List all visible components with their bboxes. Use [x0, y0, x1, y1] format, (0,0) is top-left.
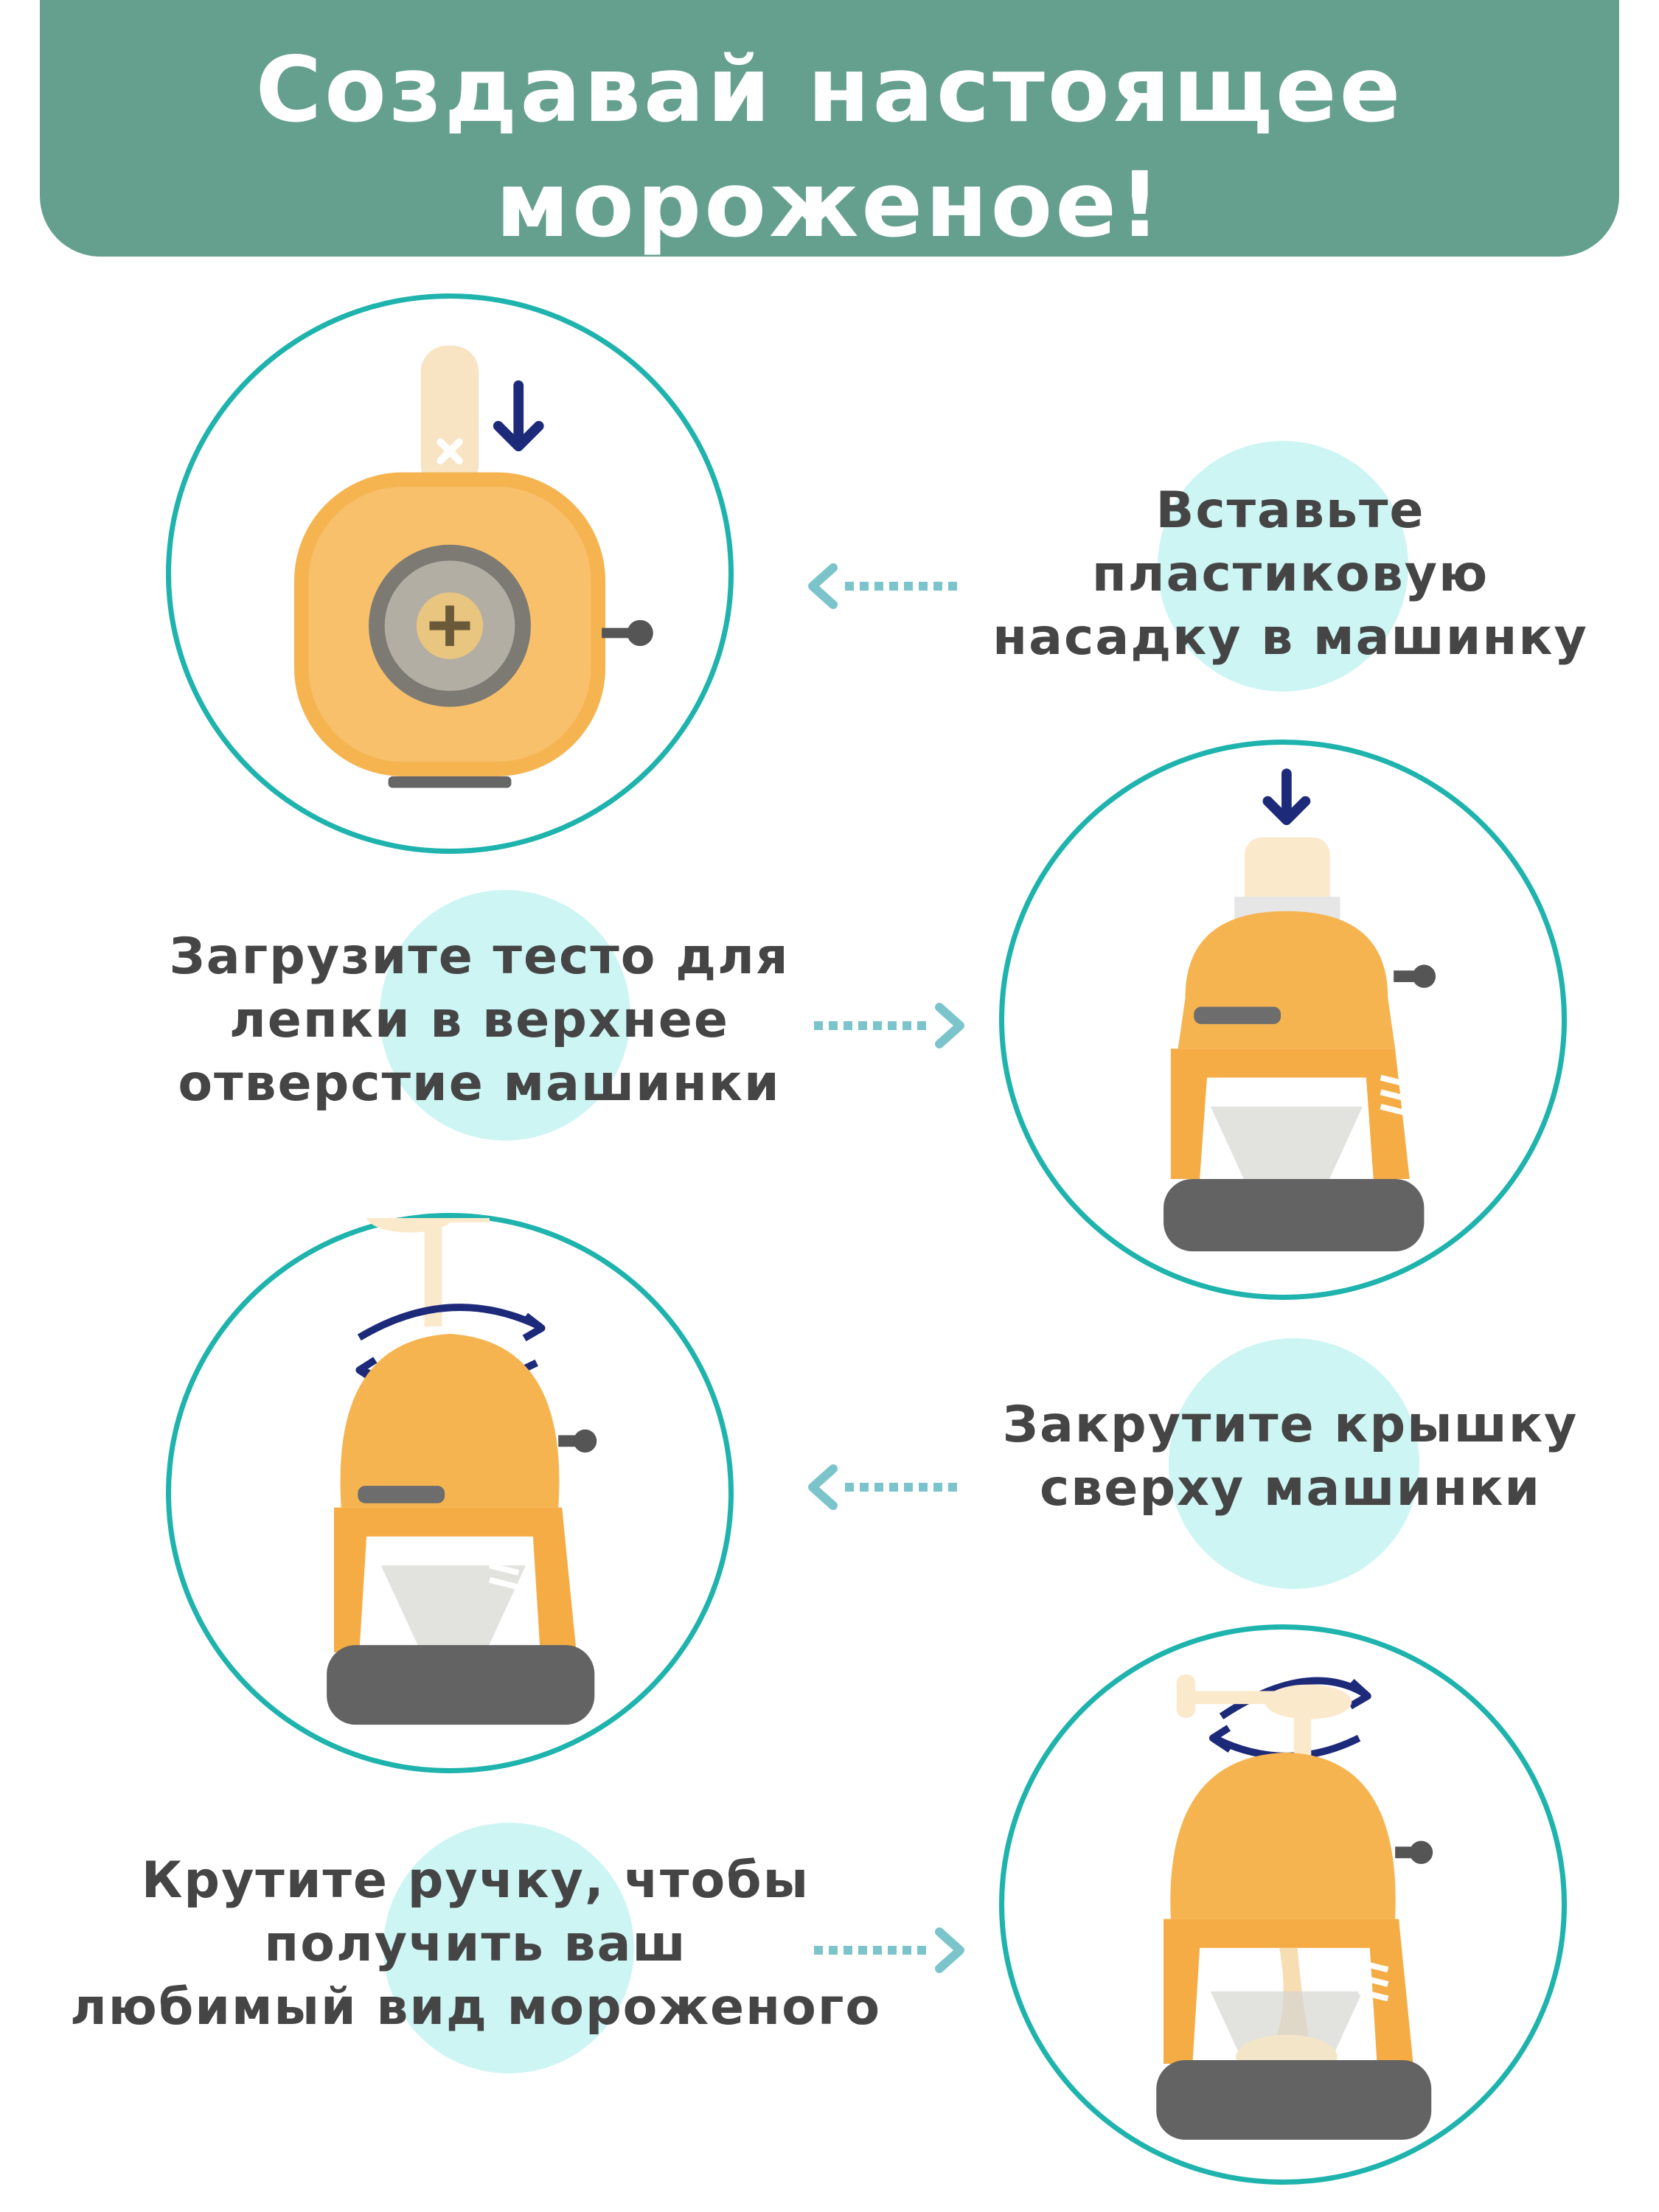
step-1-pointer-left-arrow-icon	[802, 560, 964, 612]
step-3-text: Закрутите крышку сверху машинки	[936, 1394, 1644, 1520]
page-title-line-1: Создавай настоящее	[255, 38, 1404, 142]
step-4-line-2: получить ваш	[264, 1915, 687, 1973]
step-4-line-3: любимый вид мороженого	[69, 1978, 882, 2037]
header-banner: Создавай настоящее мороженое!	[40, 0, 1619, 257]
step-3-illustration	[166, 1213, 734, 1773]
step-4-text-blob	[383, 1823, 634, 2073]
machine-lid-icon	[327, 1218, 597, 1725]
step-4-pointer-right-arrow-icon	[808, 1924, 970, 1976]
step-2-illustration	[999, 740, 1567, 1300]
step-3-pointer-left-arrow-icon	[802, 1461, 964, 1513]
page-title: Создавай настоящее мороженое!	[40, 32, 1619, 262]
step-4-illustration	[999, 1624, 1567, 2185]
step-1-text: Вставьте пластиковую насадку в машинку	[944, 479, 1637, 669]
step-1-line-3: насадку в машинку	[992, 608, 1588, 667]
step-1-text-blob	[1158, 441, 1408, 692]
step-2-line-2: лепки в верхнее	[229, 991, 729, 1049]
step-3-line-1: Закрутите крышку	[1002, 1396, 1579, 1454]
machine-top-view-icon	[293, 345, 653, 788]
step-3-text-blob	[1169, 1338, 1419, 1589]
step-2-text: Загрузите тесто для лепки в верхнее отве…	[111, 925, 848, 1116]
step-1-illustration	[166, 293, 734, 854]
step-2-line-3: отверстие машинки	[178, 1054, 781, 1113]
step-3-line-2: сверху машинки	[1039, 1459, 1542, 1517]
step-1-line-1: Вставьте	[1155, 481, 1425, 540]
step-4-text: Крутите ручку, чтобы получить ваш любимы…	[29, 1849, 922, 2039]
step-1-line-2: пластиковую	[1091, 545, 1489, 603]
machine-handle-icon	[1156, 1674, 1433, 2140]
machine-loading-icon	[1164, 768, 1436, 1252]
step-2-line-1: Загрузите тесто для	[169, 928, 790, 986]
page-title-line-2: мороженое!	[495, 153, 1164, 257]
step-2-pointer-right-arrow-icon	[808, 1000, 970, 1051]
step-4-line-1: Крутите ручку, чтобы	[141, 1851, 810, 1910]
step-2-text-blob	[380, 890, 630, 1141]
